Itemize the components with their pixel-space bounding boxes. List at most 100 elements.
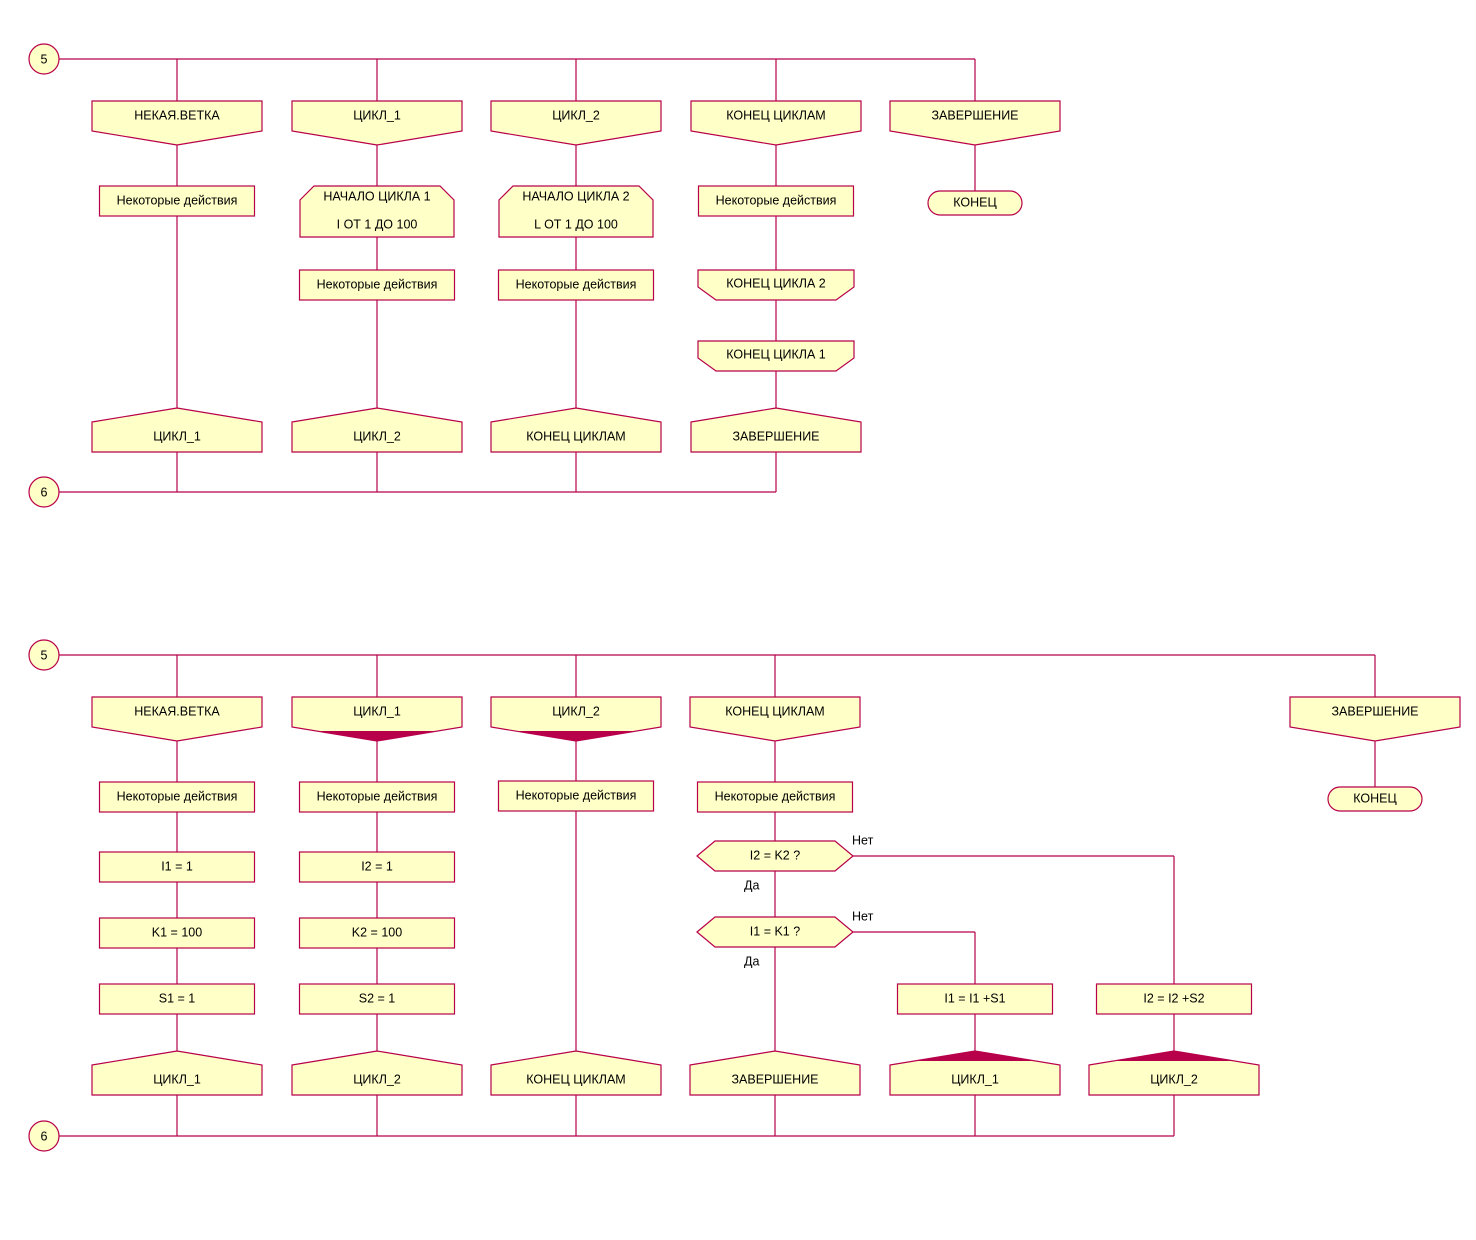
end-terminator[interactable]: КОНЕЦ xyxy=(927,190,1023,216)
branch-address-label: КОНЕЦ ЦИКЛАМ xyxy=(526,429,625,443)
branch-header[interactable]: ЗАВЕРШЕНИЕ xyxy=(1289,696,1461,742)
action-label: Некоторые действия xyxy=(516,788,637,802)
connector-out[interactable]: 6 xyxy=(28,476,60,508)
branch-address-label: ЦИКЛ_2 xyxy=(353,1072,401,1086)
branch-header[interactable]: ЦИКЛ_2 xyxy=(490,100,662,146)
branch-address[interactable]: ЗАВЕРШЕНИЕ xyxy=(689,1050,861,1096)
action-label: I1 = 1 xyxy=(161,859,193,873)
branch-address[interactable]: ЦИКЛ_1 xyxy=(91,1050,263,1096)
decision-shape xyxy=(696,916,854,948)
branch-address[interactable]: ЦИКЛ_2 xyxy=(291,1050,463,1096)
action-rect xyxy=(98,917,256,949)
action-rect xyxy=(298,269,456,301)
action-box[interactable]: K1 = 100 xyxy=(98,917,256,949)
action-box[interactable]: I1 = I1 +S1 xyxy=(896,983,1054,1015)
branch-address[interactable]: ЦИКЛ_1 xyxy=(91,407,263,453)
branch-header-shape xyxy=(91,696,263,742)
branch-header[interactable]: КОНЕЦ ЦИКЛАМ xyxy=(690,100,862,146)
action-rect xyxy=(98,983,256,1015)
connector-out[interactable]: 6 xyxy=(28,1120,60,1152)
action-box[interactable]: Некоторые действия xyxy=(696,781,854,813)
branch-header[interactable]: ЦИКЛ_1 xyxy=(291,696,463,742)
branch-address[interactable]: ЗАВЕРШЕНИЕ xyxy=(690,407,862,453)
connector-circle xyxy=(28,43,60,75)
loop-marker-icon xyxy=(317,731,437,741)
action-box[interactable]: Некоторые действия xyxy=(497,269,655,301)
branch-address-shape xyxy=(91,407,263,453)
action-box[interactable]: I2 = I2 +S2 xyxy=(1095,983,1253,1015)
branch-address[interactable]: КОНЕЦ ЦИКЛАМ xyxy=(490,1050,662,1096)
action-box[interactable]: I2 = 1 xyxy=(298,851,456,883)
branch-header-shape xyxy=(91,100,263,146)
action-rect xyxy=(697,185,855,217)
action-box[interactable]: S1 = 1 xyxy=(98,983,256,1015)
loop-marker-icon xyxy=(915,1051,1035,1061)
action-box[interactable]: K2 = 100 xyxy=(298,917,456,949)
branch-address-label: ЗАВЕРШЕНИЕ xyxy=(731,1072,818,1086)
branch-header-shape xyxy=(291,100,463,146)
branch-address[interactable]: ЦИКЛ_2 xyxy=(291,407,463,453)
loop-start-title: НАЧАЛО ЦИКЛА 1 xyxy=(323,189,430,203)
branch-header[interactable]: ЗАВЕРШЕНИЕ xyxy=(889,100,1061,146)
action-box[interactable]: Некоторые действия xyxy=(298,269,456,301)
action-box[interactable]: Некоторые действия xyxy=(497,780,655,812)
loop-end[interactable]: КОНЕЦ ЦИКЛА 2 xyxy=(697,269,855,301)
branch-header-shape xyxy=(490,696,662,742)
branch-address-label: ЦИКЛ_1 xyxy=(153,429,201,443)
action-label: Некоторые действия xyxy=(117,193,238,207)
branch-address[interactable]: КОНЕЦ ЦИКЛАМ xyxy=(490,407,662,453)
decision-shape xyxy=(696,840,854,872)
action-label: I2 = I2 +S2 xyxy=(1143,991,1204,1005)
decision-question: I1 = K1 ? xyxy=(750,924,800,938)
branch-address-shape xyxy=(291,407,463,453)
action-rect xyxy=(497,780,655,812)
connector-label: 5 xyxy=(41,52,48,66)
branch-address-shape xyxy=(91,1050,263,1096)
action-label: Некоторые действия xyxy=(516,277,637,291)
branch-header[interactable]: НЕКАЯ.ВЕТКА xyxy=(91,696,263,742)
action-rect xyxy=(298,983,456,1015)
action-box[interactable]: Некоторые действия xyxy=(298,781,456,813)
decision-no-label: Нет xyxy=(852,909,874,923)
action-box[interactable]: Некоторые действия xyxy=(98,781,256,813)
branch-header[interactable]: НЕКАЯ.ВЕТКА xyxy=(91,100,263,146)
branch-header-label: ЦИКЛ_2 xyxy=(552,108,600,122)
connector-lines xyxy=(59,58,1376,1137)
branch-address[interactable]: ЦИКЛ_1 xyxy=(889,1050,1061,1096)
loop-marker-icon xyxy=(1114,1051,1234,1061)
connector-circle xyxy=(28,1120,60,1152)
connector-in[interactable]: 5 xyxy=(28,639,60,671)
loop-start-range: L ОТ 1 ДО 100 xyxy=(534,217,618,231)
action-label: I2 = 1 xyxy=(361,859,393,873)
action-rect xyxy=(896,983,1054,1015)
terminator-label: КОНЕЦ xyxy=(953,195,997,209)
loop-marker-icon xyxy=(516,731,636,741)
action-label: S1 = 1 xyxy=(159,991,196,1005)
branch-address-shape xyxy=(689,1050,861,1096)
action-box[interactable]: I1 = 1 xyxy=(98,851,256,883)
loop-end[interactable]: КОНЕЦ ЦИКЛА 1 xyxy=(697,340,855,372)
loop-start[interactable]: НАЧАЛО ЦИКЛА 1 I ОТ 1 ДО 100 xyxy=(299,185,455,238)
end-terminator[interactable]: КОНЕЦ xyxy=(1327,786,1423,812)
branch-header[interactable]: ЦИКЛ_2 xyxy=(490,696,662,742)
action-rect xyxy=(1095,983,1253,1015)
connector-in[interactable]: 5 xyxy=(28,43,60,75)
branch-address-shape xyxy=(690,407,862,453)
branch-header[interactable]: ЦИКЛ_1 xyxy=(291,100,463,146)
loop-start-range: I ОТ 1 ДО 100 xyxy=(337,217,418,231)
branch-header-label: ЦИКЛ_2 xyxy=(552,704,600,718)
loop-start[interactable]: НАЧАЛО ЦИКЛА 2L ОТ 1 ДО 100 xyxy=(498,185,654,238)
action-box[interactable]: S2 = 1 xyxy=(298,983,456,1015)
decision-yes-label: Да xyxy=(744,878,759,892)
action-box[interactable]: Некоторые действия xyxy=(98,185,256,217)
branch-header[interactable]: КОНЕЦ ЦИКЛАМ xyxy=(689,696,861,742)
connector-circle xyxy=(28,639,60,671)
branch-address-shape xyxy=(889,1050,1061,1096)
loop-end-shape xyxy=(697,269,855,301)
branch-address[interactable]: ЦИКЛ_2 xyxy=(1088,1050,1260,1096)
loop-end-label: КОНЕЦ ЦИКЛА 1 xyxy=(726,347,825,361)
action-box[interactable]: Некоторые действия xyxy=(697,185,855,217)
